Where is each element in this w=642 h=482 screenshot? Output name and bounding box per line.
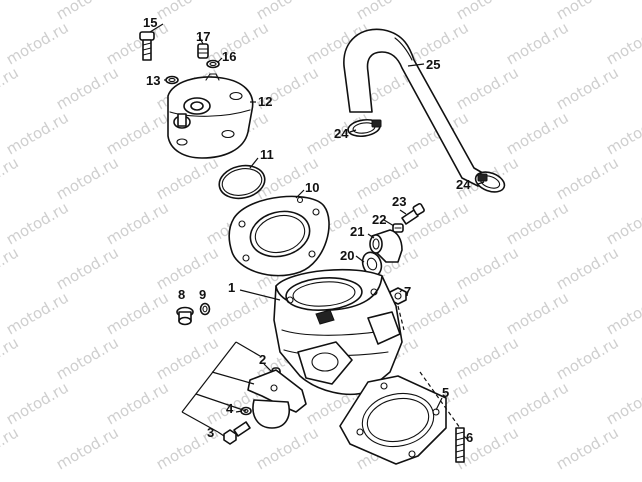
part-12-cylinder-head: [167, 73, 254, 159]
part-exhaust-cover: [247, 369, 307, 429]
watermark-text: motod.ru: [203, 288, 272, 338]
watermark-text: motod.ru: [603, 288, 642, 338]
watermark-text: motod.ru: [503, 378, 572, 428]
callout-9: 9: [199, 287, 206, 302]
part-3-screw: [223, 421, 251, 445]
part-11-o-ring: [218, 164, 266, 200]
callout-15: 15: [143, 15, 157, 30]
callout-13: 13: [146, 73, 160, 88]
watermark-text: motod.ru: [103, 378, 172, 428]
watermark-text: motod.ru: [553, 423, 622, 473]
watermark-text: motod.ru: [53, 423, 122, 473]
callout-25: 25: [426, 57, 440, 72]
watermark-text: motod.ru: [3, 378, 72, 428]
callout-17: 17: [196, 29, 210, 44]
watermark-text: motod.ru: [0, 0, 22, 23]
watermark-text: motod.ru: [53, 153, 122, 203]
watermark-text: motod.ru: [553, 243, 622, 293]
watermark-text: motod.ru: [603, 378, 642, 428]
callout-2: 2: [259, 352, 266, 367]
part-15-head-bolt: [139, 31, 155, 61]
watermark-text: motod.ru: [453, 63, 522, 113]
watermark-text: motod.ru: [353, 153, 422, 203]
callout-24-lower: 24: [456, 177, 471, 192]
watermark-text: motod.ru: [553, 63, 622, 113]
watermark-text: motod.ru: [503, 198, 572, 248]
callout-7: 7: [404, 284, 411, 299]
callout-10: 10: [305, 180, 319, 195]
watermark-text: motod.ru: [503, 288, 572, 338]
watermark-text: motod.ru: [153, 333, 222, 383]
watermark-text: motod.ru: [53, 63, 122, 113]
watermark-text: motod.ru: [403, 198, 472, 248]
part-20-outlet-gasket: [361, 251, 383, 277]
watermark-text: motod.ru: [103, 108, 172, 158]
callout-12: 12: [258, 94, 272, 109]
part-1-cylinder: [273, 268, 403, 396]
watermark-text: motod.ru: [0, 63, 22, 113]
callout-23: 23: [392, 194, 406, 209]
watermark-text: motod.ru: [403, 288, 472, 338]
callout-8: 8: [178, 287, 185, 302]
watermark-text: motod.ru: [603, 18, 642, 68]
watermark-text: motod.ru: [553, 153, 622, 203]
callout-22: 22: [372, 212, 386, 227]
watermark-text: motod.ru: [0, 333, 22, 383]
watermark-text: motod.ru: [603, 108, 642, 158]
watermark-text: motod.ru: [153, 243, 222, 293]
watermark-text: motod.ru: [453, 243, 522, 293]
part-9-seal-ring: [199, 302, 211, 316]
part-8-plug-screw: [176, 306, 194, 326]
callout-6: 6: [466, 430, 473, 445]
part-23-screw: [401, 202, 425, 225]
watermark-text: motod.ru: [253, 423, 322, 473]
callout-3: 3: [207, 425, 214, 440]
part-10-head-gasket: [228, 195, 330, 277]
watermark-text: motod.ru: [153, 153, 222, 203]
callout-16: 16: [222, 49, 236, 64]
part-6-stud: [455, 427, 465, 463]
part-21-outlet-housing: [369, 229, 403, 263]
watermark-text: motod.ru: [3, 198, 72, 248]
leader-lines: [149, 23, 485, 441]
watermark-text: motod.ru: [0, 243, 22, 293]
watermark-text: motod.ru: [0, 423, 22, 473]
watermark-text: motod.ru: [0, 153, 22, 203]
callout-21: 21: [350, 224, 364, 239]
callout-11: 11: [260, 147, 274, 162]
callout-24-upper: 24: [334, 126, 349, 141]
watermark-text: motod.ru: [103, 18, 172, 68]
watermark-text: motod.ru: [53, 333, 122, 383]
watermark-text: motod.ru: [3, 288, 72, 338]
watermark-text: motod.ru: [453, 333, 522, 383]
part-13-washer: [165, 75, 179, 85]
watermark-text: motod.ru: [553, 333, 622, 383]
watermark-text: motod.ru: [3, 18, 72, 68]
callout-20: 20: [340, 248, 354, 263]
part-22-fitting: [392, 223, 404, 233]
callout-5: 5: [442, 385, 449, 400]
watermark-text: motod.ru: [103, 198, 172, 248]
watermark-text: motod.ru: [503, 18, 572, 68]
watermark-text: motod.ru: [3, 108, 72, 158]
watermark-text: motod.ru: [53, 243, 122, 293]
watermark-text: motod.ru: [103, 288, 172, 338]
part-24-hose-clamp-lower: [474, 171, 506, 193]
callout-4: 4: [226, 401, 234, 416]
callout-labels: 15 17 16 13 12 11 10 25 24 24 23 22 21 2…: [143, 15, 473, 445]
callout-1: 1: [228, 280, 235, 295]
watermark-text: motod.ru: [503, 108, 572, 158]
watermark-text: motod.ru: [603, 198, 642, 248]
part-17-nipple: [197, 43, 209, 59]
part-24-hose-clamp-upper: [347, 118, 382, 138]
part-16-sealing-ring: [206, 59, 220, 69]
